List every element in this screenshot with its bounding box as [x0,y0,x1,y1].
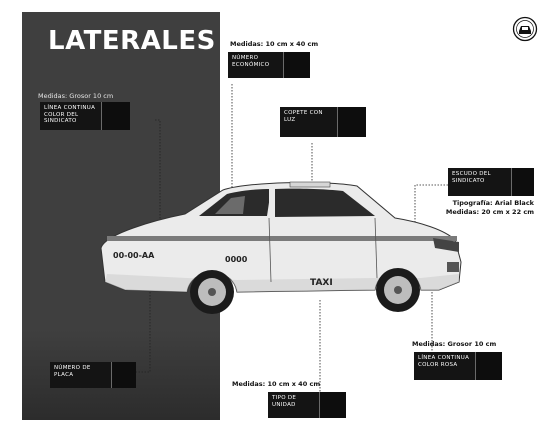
typography-note: Tipografía: Arial Black [452,199,534,207]
measure-top: Medidas: 10 cm x 40 cm [230,40,319,48]
unit-number-text: 0000 [225,255,248,264]
tipo-unidad-text: TIPO DE UNIDAD [268,392,320,418]
label-tipo-unidad: TIPO DE UNIDAD [268,392,346,418]
linea-sindicato-swatch [101,102,130,130]
taxi-car-illustration: 00-00-AA 0000 TAXI [100,181,462,314]
union-emblem-icon [512,16,538,42]
numero-placa-swatch [111,362,136,388]
numero-placa-text: NÚMERO DE PLACA [50,362,112,388]
label-linea-rosa: LÍNEA CONTINUA COLOR ROSA [414,352,502,380]
linea-sindicato-text: LÍNEA CONTINUA COLOR DEL SINDICATO [40,102,102,130]
measure-bottom-right: Medidas: Grosor 10 cm [412,340,497,348]
label-numero-placa: NÚMERO DE PLACA [50,362,136,388]
numero-economico-swatch [283,52,310,78]
linea-rosa-swatch [475,352,502,380]
label-linea-sindicato: LÍNEA CONTINUA COLOR DEL SINDICATO [40,102,130,130]
plate-text: 00-00-AA [113,251,155,260]
measure-left: Medidas: Grosor 10 cm [38,92,114,100]
measure-bottom: Medidas: 10 cm x 40 cm [232,380,321,388]
tipo-unidad-swatch [319,392,346,418]
measure-side: Medidas: 20 cm x 22 cm [445,208,534,216]
numero-economico-text: NÚMERO ECONÓMICO [228,52,284,78]
linea-rosa-text: LÍNEA CONTINUA COLOR ROSA [414,352,476,380]
taxi-text: TAXI [310,278,333,288]
escudo-swatch [511,168,534,196]
label-numero-economico: NÚMERO ECONÓMICO [228,52,310,78]
label-escudo: ESCUDO DEL SINDICATO [448,168,534,196]
copete-text: COPETE CON LUZ [280,107,338,137]
label-copete: COPETE CON LUZ [280,107,366,137]
copete-swatch [337,107,366,137]
escudo-text: ESCUDO DEL SINDICATO [448,168,512,196]
page-title: LATERALES [48,26,216,56]
